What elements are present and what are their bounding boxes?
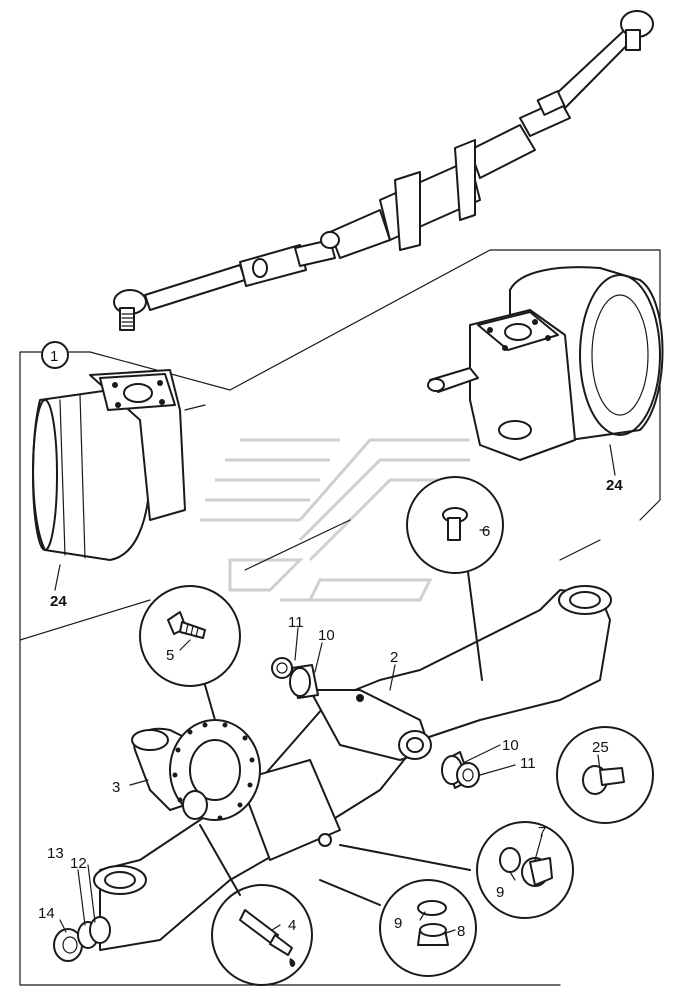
detail-pin: [556, 726, 654, 824]
right-hub: [427, 266, 664, 461]
group-number-circle: [41, 341, 69, 369]
callout-spacer: 13: [47, 845, 64, 862]
callout-bolt-right: 6: [482, 523, 490, 540]
group-boundary: [19, 249, 661, 986]
callout-bush-left: 10: [318, 627, 335, 644]
callout-hub-left: 24: [50, 593, 67, 610]
bush-seal-left: [271, 657, 319, 699]
callout-grease: 4: [288, 917, 296, 934]
leader-lines: [54, 444, 616, 936]
callout-beam: 2: [390, 649, 398, 666]
callout-washer-a: 9: [394, 915, 402, 932]
callout-bush-right: 10: [502, 737, 519, 754]
detail-bolt-right: [406, 476, 504, 681]
end-seals: [53, 916, 111, 962]
callout-group: 1: [50, 348, 58, 365]
callout-seal-end: 14: [38, 905, 55, 922]
detail-grease-nipple: [199, 824, 313, 986]
bush-seal-right: [441, 751, 480, 789]
pivot-housing: [131, 719, 261, 821]
callout-pin: 25: [592, 739, 609, 756]
callout-plug: 7: [538, 824, 546, 841]
callout-hub-right: 24: [606, 477, 623, 494]
detail-bolt-left: [139, 585, 241, 721]
callout-bolt-left: 5: [166, 647, 174, 664]
callout-seal-left: 11: [288, 614, 304, 631]
callout-nut: 8: [457, 923, 465, 940]
detail-plug-washer: [339, 821, 574, 919]
callout-seal-right: 11: [520, 755, 536, 772]
left-hub: [32, 369, 206, 561]
callout-washer-b: 9: [496, 884, 504, 901]
callout-pivot: 3: [112, 779, 120, 796]
tie-rod-assembly: [113, 10, 654, 331]
detail-nut-washer: [319, 879, 477, 977]
callout-ring: 12: [70, 855, 87, 872]
